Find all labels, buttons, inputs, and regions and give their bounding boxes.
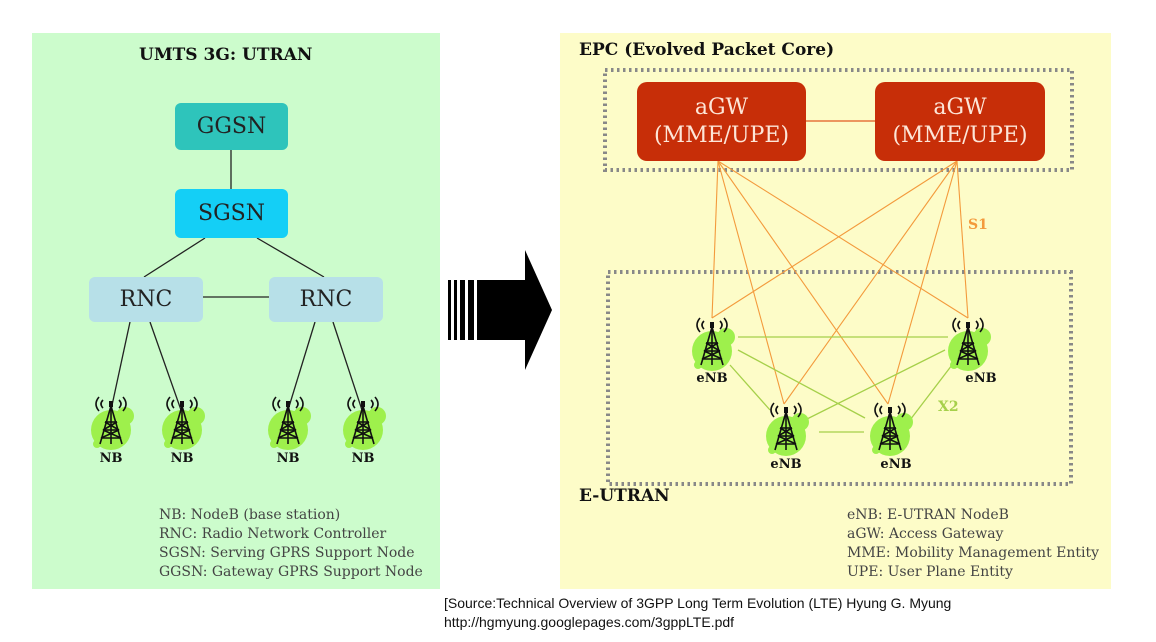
s1-links [711,160,969,405]
enb-label: eNB [965,371,997,386]
nb-label: NB [99,451,123,466]
ggsn-label: GGSN [196,114,267,139]
x2-label: X2 [938,399,959,415]
epc-title: EPC (Evolved Packet Core) [579,40,835,60]
epc-region-border [603,68,1074,172]
right-arrow-icon [448,250,552,370]
eutran-region-border [606,270,1073,486]
legend-item: RNC: Radio Network Controller [159,526,387,542]
epc-legend: eNB: E-UTRAN NodeB aGW: Access Gateway M… [847,506,1099,582]
rnc2-nb3-link [287,321,316,411]
base-station-tower-icon [152,392,212,452]
legend-item: eNB: E-UTRAN NodeB [847,507,1009,523]
base-station-tower-icon [81,392,141,452]
rnc1-nb2-link [149,321,182,411]
base-station-tower-icon [258,392,318,452]
legend-item: aGW: Access Gateway [847,526,1004,542]
base-station-tower-icon [682,313,742,373]
agw-node-1: aGW (MME/UPE) [637,82,806,161]
nb-label: NB [276,451,300,466]
x2-links [729,336,953,433]
ggsn-node: GGSN [175,103,288,150]
rnc-node-1: RNC [89,277,203,322]
source-url: http://hgmyung.googlepages.com/3gppLTE.p… [444,614,735,630]
rnc-node-2: RNC [269,277,383,322]
utran-title: UMTS 3G: UTRAN [139,45,313,65]
utran-links [110,150,363,411]
agw-node-2: aGW (MME/UPE) [875,82,1045,161]
enb-label: eNB [770,457,802,472]
enb-label: eNB [696,371,728,386]
base-station-tower-icon [756,398,816,458]
eutran-label: E-UTRAN [579,486,670,506]
enb-label: eNB [880,457,912,472]
base-station-tower-icon [938,313,998,373]
source-citation: [Source:Technical Overview of 3GPP Long … [444,594,951,632]
agw-label: aGW [694,94,749,120]
sgsn-rnc1-link [143,237,206,278]
utran-legend: NB: NodeB (base station) RNC: Radio Netw… [159,506,423,582]
rnc-label: RNC [299,287,353,312]
sgsn-rnc2-link [256,237,325,278]
rnc2-nb4-link [332,321,363,411]
s1-label: S1 [968,217,988,233]
agw-label: aGW [933,94,987,120]
legend-item: MME: Mobility Management Entity [847,545,1100,561]
legend-item: UPE: User Plane Entity [847,564,1013,580]
legend-item: NB: NodeB (base station) [159,507,341,523]
source-line: [Source:Technical Overview of 3GPP Long … [444,595,952,611]
base-station-tower-icon [860,398,920,458]
agw-sublabel: (MME/UPE) [653,122,790,148]
legend-item: SGSN: Serving GPRS Support Node [159,545,415,561]
agw-sublabel: (MME/UPE) [892,122,1028,148]
sgsn-label: SGSN [198,201,265,226]
nb-label: NB [351,451,375,466]
nb-label: NB [170,451,194,466]
sgsn-node: SGSN [175,189,288,238]
base-station-tower-icon [333,392,393,452]
rnc-label: RNC [119,287,173,312]
legend-item: GGSN: Gateway GPRS Support Node [159,564,423,580]
rnc1-nb1-link [110,321,131,411]
